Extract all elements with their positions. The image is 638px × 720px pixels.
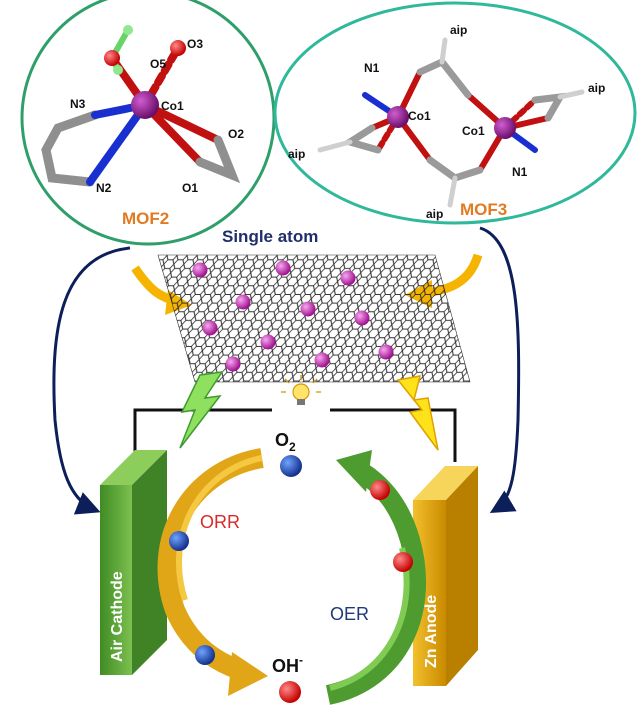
mof2-ring <box>20 0 276 246</box>
graphene-sheet <box>157 254 471 383</box>
single-atom-dot <box>300 301 316 317</box>
oh-label: OH- <box>272 653 303 676</box>
light-bulb-icon <box>272 375 330 415</box>
mof2-label-o1: O1 <box>182 181 198 195</box>
mof2-label-n2: N2 <box>96 181 112 195</box>
zn-anode-label: Zn Anode <box>423 595 440 668</box>
air-cathode-label: Air Cathode <box>109 571 126 662</box>
zn-anode: Zn Anode <box>413 466 478 686</box>
mof2-co-atom <box>131 91 159 119</box>
single-atom-dot <box>235 294 251 310</box>
single-atom-dot <box>378 344 394 360</box>
o2-label: O2 <box>275 430 296 454</box>
single-atom-dot <box>192 262 208 278</box>
mof3-panel: aip aip aip aip N1 Co1 Co1 N1 MOF3 <box>273 1 637 225</box>
mof3-label-aip-bottom: aip <box>426 207 443 221</box>
oer-ball-top <box>370 480 390 500</box>
mof3-label-co1-left: Co1 <box>408 109 431 123</box>
orr-ball-bottom <box>195 645 215 665</box>
orr-arrow <box>157 448 268 696</box>
single-atom-dot <box>314 352 330 368</box>
mof2-label-o5: O5 <box>150 57 166 71</box>
mof2-panel: O5 O3 N3 Co1 O2 N2 O1 MOF2 <box>20 0 276 246</box>
mof2-label-o2: O2 <box>228 127 244 141</box>
single-atom-dot <box>275 260 291 276</box>
single-atom-dot <box>202 320 218 336</box>
oer-ball-middle <box>393 552 413 572</box>
mof3-label-co1-right: Co1 <box>462 124 485 138</box>
orr-label: ORR <box>200 512 240 532</box>
mof2-title: MOF2 <box>122 209 169 228</box>
single-atom-dot <box>260 334 276 350</box>
mof2-label-o3: O3 <box>187 37 203 51</box>
mof3-label-aip-left: aip <box>288 147 305 161</box>
o2-molecule-ball <box>280 455 302 477</box>
single-atom-title: Single atom <box>222 227 318 246</box>
single-atom-dot <box>340 270 356 286</box>
single-atom-dot <box>354 310 370 326</box>
mof3-ring <box>273 1 637 225</box>
mof2-label-n3: N3 <box>70 97 86 111</box>
circuit-wire <box>133 408 457 462</box>
air-cathode: Air Cathode <box>100 450 167 675</box>
yellow-lightning-icon <box>396 375 439 451</box>
mof3-label-n1-left: N1 <box>364 61 380 75</box>
green-lightning-icon <box>179 371 224 449</box>
single-atom-dot <box>225 356 241 372</box>
mof2-label-co1: Co1 <box>161 99 184 113</box>
mof3-title: MOF3 <box>460 200 507 219</box>
mof2-to-cathode-arrow <box>52 246 131 515</box>
mof3-label-n1-right: N1 <box>512 165 528 179</box>
oh-ion-ball <box>279 681 301 703</box>
mof3-label-aip-top: aip <box>450 23 467 37</box>
orr-ball-top <box>169 531 189 551</box>
mof3-label-aip-right: aip <box>588 81 605 95</box>
mof3-to-anode-arrow <box>479 226 521 514</box>
oer-label: OER <box>330 604 369 624</box>
